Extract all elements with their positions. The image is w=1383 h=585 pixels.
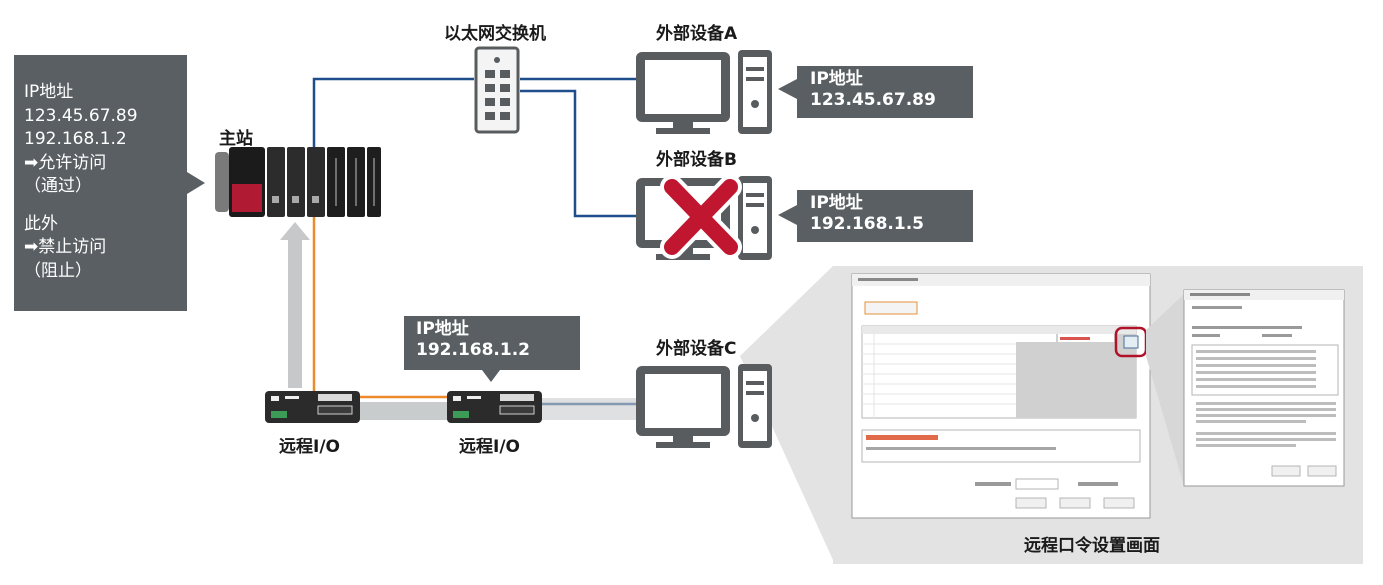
device-a-callout-pointer: [778, 79, 797, 99]
master-plc-icon: [215, 147, 381, 217]
remote-io-2-label: 远程I/O: [459, 437, 520, 457]
screen-caption: 远程口令设置画面: [1024, 536, 1160, 556]
device-a-ip-value: 123.45.67.89: [810, 90, 936, 110]
device-a-ip-title: IP地址: [810, 69, 863, 89]
device-c-computer-icon: [636, 364, 772, 448]
device-b-ip-value: 192.168.1.5: [810, 214, 925, 234]
callout-allow-note: （通过）: [24, 176, 92, 196]
callout-ip-2: 192.168.1.2: [24, 129, 127, 149]
data-arrow-head: [280, 222, 310, 240]
ethernet-lines: [312, 77, 640, 406]
remote-io-2-icon: [447, 391, 542, 423]
data-arrow-shaft: [288, 238, 302, 388]
device-c-label: 外部设备C: [656, 339, 737, 359]
callout-block: ➡禁止访问: [24, 237, 107, 257]
blocked-x-icon: [660, 175, 742, 259]
device-b-callout-pointer: [778, 205, 797, 225]
cable-bundle: [360, 398, 640, 420]
switch-label: 以太网交换机: [444, 24, 546, 44]
zoom-connector: [1146, 294, 1184, 486]
ethernet-switch-icon: [474, 46, 520, 134]
device-a-label: 外部设备A: [656, 24, 738, 44]
master-label: 主站: [219, 129, 253, 149]
device-b-label: 外部设备B: [656, 150, 737, 170]
device-b-ip-title: IP地址: [810, 193, 863, 213]
io-lines: [312, 214, 448, 399]
remote-password-dialog-thumbnail: [851, 273, 1151, 519]
device-a-ip-callout: IP地址 123.45.67.89: [797, 66, 973, 118]
callout-block-note: （阻止）: [24, 260, 92, 281]
master-to-switch-line: [312, 77, 474, 148]
remote-io-1-label: 远程I/O: [279, 437, 340, 457]
password-setting-dialog-thumbnail: [1183, 289, 1345, 487]
remote-io-ip-title: IP地址: [416, 319, 469, 339]
switch-to-device-b-line: [520, 89, 640, 218]
remote-io-ip-value: 192.168.1.2: [416, 340, 531, 360]
remote-callout-pointer: [482, 370, 500, 382]
zoom-wedge: [740, 266, 833, 560]
callout-ip-title: IP地址: [24, 82, 74, 102]
device-a-computer-icon: [636, 50, 772, 134]
callout-other: 此外: [24, 213, 58, 234]
device-b-ip-callout: IP地址 192.168.1.5: [797, 190, 973, 242]
remote-io-ip-callout: IP地址 192.168.1.2: [404, 316, 580, 370]
master-ip-callout: IP地址 123.45.67.89 192.168.1.2 ➡允许访问 （通过）…: [14, 55, 187, 311]
callout-allow: ➡允许访问: [24, 152, 107, 173]
remote-io-1-icon: [265, 391, 360, 423]
callout-ip-1: 123.45.67.89: [24, 105, 138, 126]
left-callout-pointer: [187, 172, 205, 194]
